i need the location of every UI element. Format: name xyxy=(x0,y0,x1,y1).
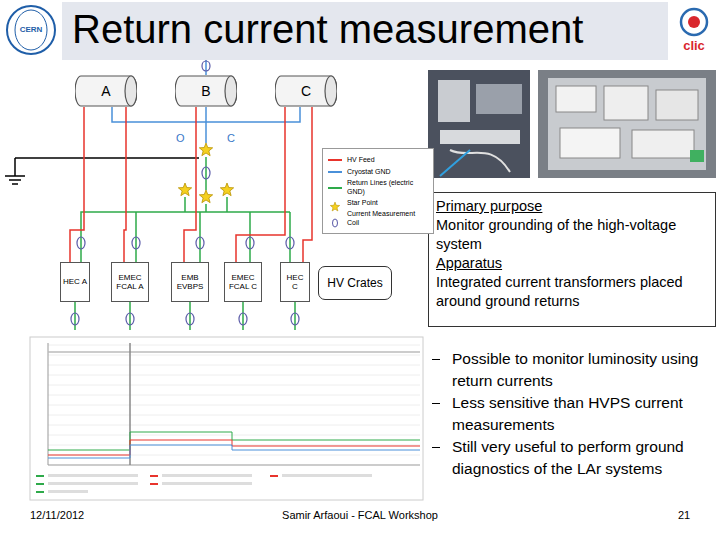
wire-label: C xyxy=(227,132,235,144)
bullet-item: Possible to monitor luminosity using ret… xyxy=(430,348,716,391)
legend-swatch xyxy=(327,214,343,224)
cryostat-cylinder: A xyxy=(75,75,137,107)
info-body: Integrated current transformers placed a… xyxy=(436,273,708,311)
bullet-item: Still very useful to perform ground diag… xyxy=(430,436,716,479)
hv-feed-line xyxy=(124,107,126,262)
detector-box: HEC C xyxy=(280,262,310,302)
node-label: HV Crates xyxy=(327,276,382,290)
hv-feed-line xyxy=(236,107,285,262)
legend-row: Cryostat GND xyxy=(327,167,429,177)
node-label: EMEC FCAL C xyxy=(227,273,259,291)
detector-box: HEC A xyxy=(60,262,90,302)
bullet-text: Still very useful to perform ground diag… xyxy=(452,436,716,479)
legend-line xyxy=(328,159,342,161)
legend-swatch xyxy=(327,167,343,177)
footer-author: Samir Arfaoui - FCAL Workshop xyxy=(220,509,500,521)
hv-feed-line xyxy=(303,107,312,262)
ground-wiring xyxy=(5,60,300,330)
legend-text: Cryostat GND xyxy=(347,168,391,177)
node-label: A xyxy=(101,83,110,99)
equipment-photo xyxy=(538,70,716,178)
legend-text: Current Measurement Coil xyxy=(347,210,429,227)
legend-swatch xyxy=(327,155,343,165)
legend-row: HV Feed xyxy=(327,155,429,165)
node-label: HEC A xyxy=(63,277,87,286)
clic-logo xyxy=(672,3,716,57)
current-chart xyxy=(30,337,423,500)
title-banner xyxy=(62,2,668,60)
wire-label: O xyxy=(176,132,185,144)
info-body: Monitor grounding of the high-voltage sy… xyxy=(436,216,708,254)
slide-title: Return current measurement xyxy=(72,6,583,52)
bullet-item: Less sensitive than HVPS current measure… xyxy=(430,392,716,435)
legend-row: Star Point xyxy=(327,198,429,208)
node-label: EMEC FCAL A xyxy=(114,273,146,291)
bullet-list: Possible to monitor luminosity using ret… xyxy=(430,348,716,480)
measurement-coil xyxy=(71,61,299,325)
legend-row: Current Measurement Coil xyxy=(327,210,429,227)
cryostat-cylinder: B xyxy=(175,75,237,107)
bullet-dash xyxy=(432,447,440,448)
hv-crate-box: HV Crates xyxy=(318,266,392,300)
legend-text: HV Feed xyxy=(347,156,375,165)
node-label: EMB EVBPS xyxy=(174,273,206,291)
node-label: B xyxy=(201,83,210,99)
cern-logo xyxy=(7,6,55,54)
legend-text: Star Point xyxy=(347,199,378,208)
equipment-photo xyxy=(428,70,530,178)
legend-swatch xyxy=(327,198,343,208)
legend-line xyxy=(328,171,342,173)
bullet-dash xyxy=(432,403,440,404)
footer-date: 12/11/2012 xyxy=(30,509,84,521)
bullet-dash xyxy=(432,359,440,360)
cryostat-cylinder: C xyxy=(275,75,337,107)
bullet-text: Possible to monitor luminosity using ret… xyxy=(452,348,716,391)
legend-line xyxy=(328,187,342,189)
info-box: Primary purposeMonitor grounding of the … xyxy=(428,192,716,327)
legend-box: HV FeedCryostat GND Return Lines (electri… xyxy=(322,148,434,234)
page-number: 21 xyxy=(664,509,704,521)
legend-text: Return Lines (electric GND) xyxy=(347,179,429,196)
bullet-text: Less sensitive than HVPS current measure… xyxy=(452,392,716,435)
legend-swatch xyxy=(327,183,343,193)
star-point xyxy=(178,143,233,203)
detector-box: EMEC FCAL C xyxy=(224,262,262,302)
hv-feed-line xyxy=(184,107,196,262)
star-symbol xyxy=(327,202,343,212)
info-heading: Primary purpose xyxy=(436,197,708,216)
coil-symbol xyxy=(327,218,343,228)
logo-text: clic xyxy=(674,38,714,53)
node-label: HEC C xyxy=(283,273,307,291)
logo-text: CERN xyxy=(15,25,47,34)
hv-feed-line xyxy=(70,107,84,262)
node-label: C xyxy=(301,83,311,99)
detector-box: EMB EVBPS xyxy=(171,262,209,302)
detector-box: EMEC FCAL A xyxy=(111,262,149,302)
info-heading: Apparatus xyxy=(436,254,708,273)
legend-row: Return Lines (electric GND) xyxy=(327,179,429,196)
